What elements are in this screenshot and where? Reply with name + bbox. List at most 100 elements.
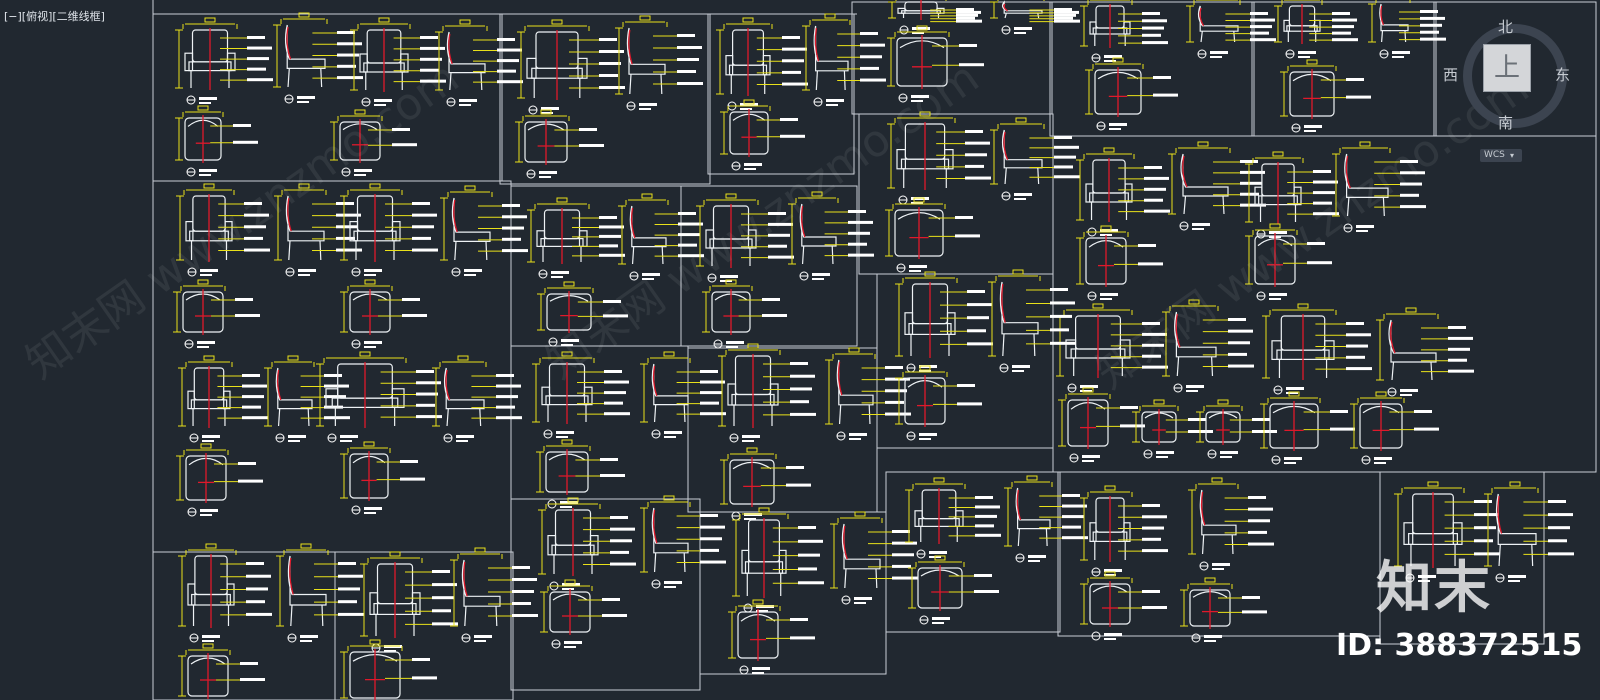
chair-drawing [788,191,874,281]
chair-drawing [175,17,273,105]
viewcube-compass-ring[interactable] [1463,24,1567,128]
chair-drawing [802,13,886,107]
chair-drawing [1076,225,1163,301]
chair-drawing [1080,571,1167,641]
chair-drawing [432,355,522,443]
chair-drawing [1245,223,1332,301]
chair-drawing [825,347,911,441]
sheet-frame [1251,1,1437,137]
chair-drawing [720,99,805,171]
chair-drawing [536,439,625,509]
chair-drawing [887,25,984,103]
chair-drawing [435,19,523,107]
compass-west-label[interactable]: 西 [1443,66,1459,84]
chair-drawing [178,543,272,643]
triangle-down-icon[interactable]: ▾ [1509,151,1514,160]
chair-drawing [360,551,458,653]
chair-drawing [888,0,982,35]
chair-drawing [1262,303,1372,395]
chair-drawing [1196,399,1277,459]
chair-drawing [1376,307,1474,397]
sheet-frame [699,511,887,675]
chair-drawing [1058,387,1145,463]
chair-drawing [1188,477,1274,571]
chair-drawing [905,477,1001,559]
chair-drawing [1162,299,1254,393]
chair-drawing [1180,577,1267,643]
chair-drawing [538,497,636,591]
viewport-controls-label[interactable]: [−][俯视][二维线框] [4,10,105,23]
chair-drawing [176,183,270,277]
sheet-frame [885,471,1061,633]
chair-drawing [618,193,704,281]
watermark-id: ID: 388372515 [1336,628,1583,663]
chair-drawing [895,271,993,373]
chair-drawing [1085,57,1178,131]
chair-drawings [173,0,1574,700]
chair-drawing [1080,485,1168,577]
viewcube-top-face[interactable]: 上 [1483,44,1531,92]
chair-drawing [340,183,438,277]
chair-drawing [1168,141,1266,231]
chair-drawing [340,279,427,349]
chair-drawing [716,17,808,111]
chair-drawing [728,599,815,675]
chair-drawing [537,281,628,347]
chair-drawing [830,511,918,605]
chair-drawing [540,579,627,649]
sheet-frame [876,273,1054,449]
compass-north-label[interactable]: 北 [1498,18,1514,36]
chair-drawing [885,197,980,273]
chair-drawing [527,197,625,279]
chair-drawing [1260,391,1355,465]
chair-drawing [895,365,982,441]
sheet-frame [1379,471,1545,645]
chair-drawing [274,183,362,277]
wcs-menu-button[interactable]: WCS [1480,149,1522,162]
chair-drawing [517,19,625,115]
diagonal-watermark-text: 知末网 www.znzmo.com [537,52,988,389]
chair-drawing [440,185,528,277]
chair-drawing [1186,0,1276,59]
chair-drawing [990,0,1080,35]
chair-drawing [615,15,703,111]
chair-drawing [990,117,1080,201]
drawing-sheet-frames [152,0,1597,700]
chair-drawing [1080,0,1168,63]
viewcube[interactable]: 上 北 南 西 东 WCS ▾ [1443,12,1585,162]
chair-drawing [1076,147,1170,237]
sheet-frame [680,185,858,347]
chair-drawing [276,543,364,643]
sheet-frame [510,498,701,691]
chair-drawing [908,555,999,625]
compass-east-label[interactable]: 东 [1555,66,1571,84]
sheet-frame [334,551,514,700]
chair-drawing [1394,481,1500,583]
chair-drawing [1132,399,1213,459]
chair-drawing [988,269,1076,373]
chair-drawing [316,351,442,443]
chair-drawing [178,643,265,699]
chair-drawing [340,441,425,515]
chair-drawing [732,507,824,613]
chair-drawing [178,355,268,443]
chair-drawing [273,12,363,104]
chair-drawing [176,443,263,517]
chair-drawing [1245,151,1339,239]
chair-drawing [1004,475,1088,563]
chair-drawing [1056,303,1168,393]
chair-drawing [640,495,726,589]
chair-drawing [173,279,260,349]
chair-drawing [1350,391,1439,465]
chair-drawing [1484,481,1574,583]
chair-drawing [330,109,417,177]
chair-drawing [532,351,630,439]
chair-drawing [450,547,538,643]
chair-drawing [720,447,811,521]
chair-drawing [1280,59,1371,133]
sheet-frame [1052,135,1597,473]
watermark-logo: 知末 [1376,556,1492,621]
compass-south-label[interactable]: 南 [1498,114,1514,132]
